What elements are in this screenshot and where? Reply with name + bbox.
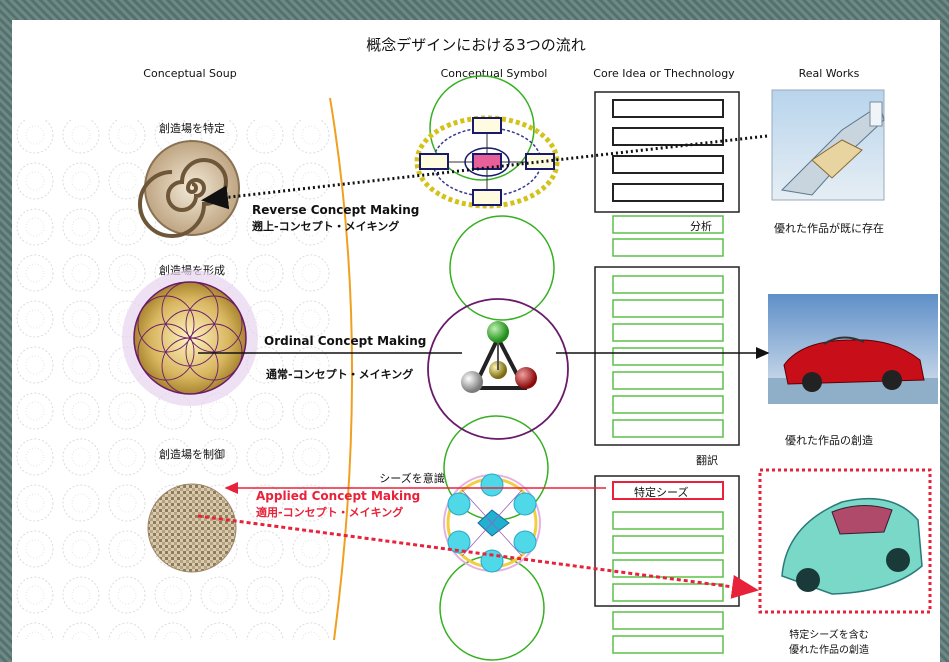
core-cell bbox=[612, 535, 724, 554]
work-caption-create: 優れた作品の創造 bbox=[785, 433, 873, 447]
core-cell bbox=[612, 371, 724, 390]
work-image-red-car bbox=[768, 294, 938, 404]
core-cell bbox=[612, 481, 724, 500]
core-label-specific-seeds: 特定シーズ bbox=[634, 485, 688, 499]
core-cell bbox=[612, 215, 724, 234]
core-cell bbox=[612, 419, 724, 438]
spiral-disk bbox=[138, 140, 240, 238]
symbol-circle-green bbox=[449, 215, 555, 321]
stage-label-control: 創造場を制御 bbox=[159, 447, 225, 461]
symbol-circle-green bbox=[429, 75, 535, 181]
work-caption-existing: 優れた作品が既に存在 bbox=[774, 221, 884, 235]
core-cell bbox=[612, 299, 724, 318]
core-cell bbox=[612, 99, 724, 118]
applied-flow-arrow bbox=[197, 514, 759, 599]
applied-flow-label: Applied Concept Making bbox=[256, 489, 420, 503]
column-heading-core: Core Idea or Thechnology bbox=[593, 67, 735, 80]
core-cell bbox=[612, 155, 724, 174]
applied-flow-label-jp: 適用-コンセプト・メイキング bbox=[256, 505, 403, 519]
core-label-analysis: 分析 bbox=[690, 219, 712, 233]
core-cells bbox=[612, 99, 724, 654]
core-cell bbox=[612, 323, 724, 342]
ordinal-flow-label-jp: 通常-コンセプト・メイキング bbox=[266, 367, 413, 381]
core-cell bbox=[612, 583, 724, 602]
column-heading-symbol: Conceptual Symbol bbox=[441, 67, 548, 80]
column-heading-works: Real Works bbox=[799, 67, 860, 80]
soup-boundary-arc bbox=[329, 97, 354, 641]
symbol-circle-purple bbox=[427, 298, 569, 440]
node-network-symbol bbox=[414, 115, 560, 209]
core-cell bbox=[612, 127, 724, 146]
ordinal-flow-label: Ordinal Concept Making bbox=[264, 334, 426, 348]
core-cell bbox=[612, 395, 724, 414]
core-cell bbox=[612, 635, 724, 654]
flower-disk bbox=[122, 270, 258, 406]
core-cell bbox=[612, 238, 724, 257]
core-cell bbox=[612, 511, 724, 530]
diagram-panel: 概念デザインにおける3つの流れ Conceptual Soup Conceptu… bbox=[12, 20, 940, 662]
work-caption-seed-line1: 特定シーズを含む bbox=[789, 628, 869, 641]
concept-flow-diagram: 概念デザインにおける3つの流れ Conceptual Soup Conceptu… bbox=[12, 36, 938, 661]
core-cell bbox=[612, 347, 724, 366]
core-label-translation: 翻訳 bbox=[696, 453, 718, 467]
core-cell bbox=[612, 275, 724, 294]
mosaic-disk bbox=[147, 483, 237, 573]
reverse-flow-label-jp: 遡上-コンセプト・メイキング bbox=[252, 219, 399, 233]
reverse-flow-label: Reverse Concept Making bbox=[252, 203, 419, 217]
stage-label-identify: 創造場を特定 bbox=[159, 121, 225, 135]
work-image-concept-car bbox=[758, 468, 932, 614]
seeds-aware-label: シーズを意識 bbox=[379, 471, 444, 485]
work-caption-seed-line2: 優れた作品の創造 bbox=[789, 643, 869, 656]
column-heading-soup: Conceptual Soup bbox=[143, 67, 236, 80]
core-cell bbox=[612, 559, 724, 578]
molecule-symbol bbox=[461, 321, 537, 393]
page-title: 概念デザインにおける3つの流れ bbox=[366, 36, 586, 54]
core-cell bbox=[612, 183, 724, 202]
core-cell bbox=[612, 611, 724, 630]
work-image-robot-arm bbox=[771, 89, 885, 201]
